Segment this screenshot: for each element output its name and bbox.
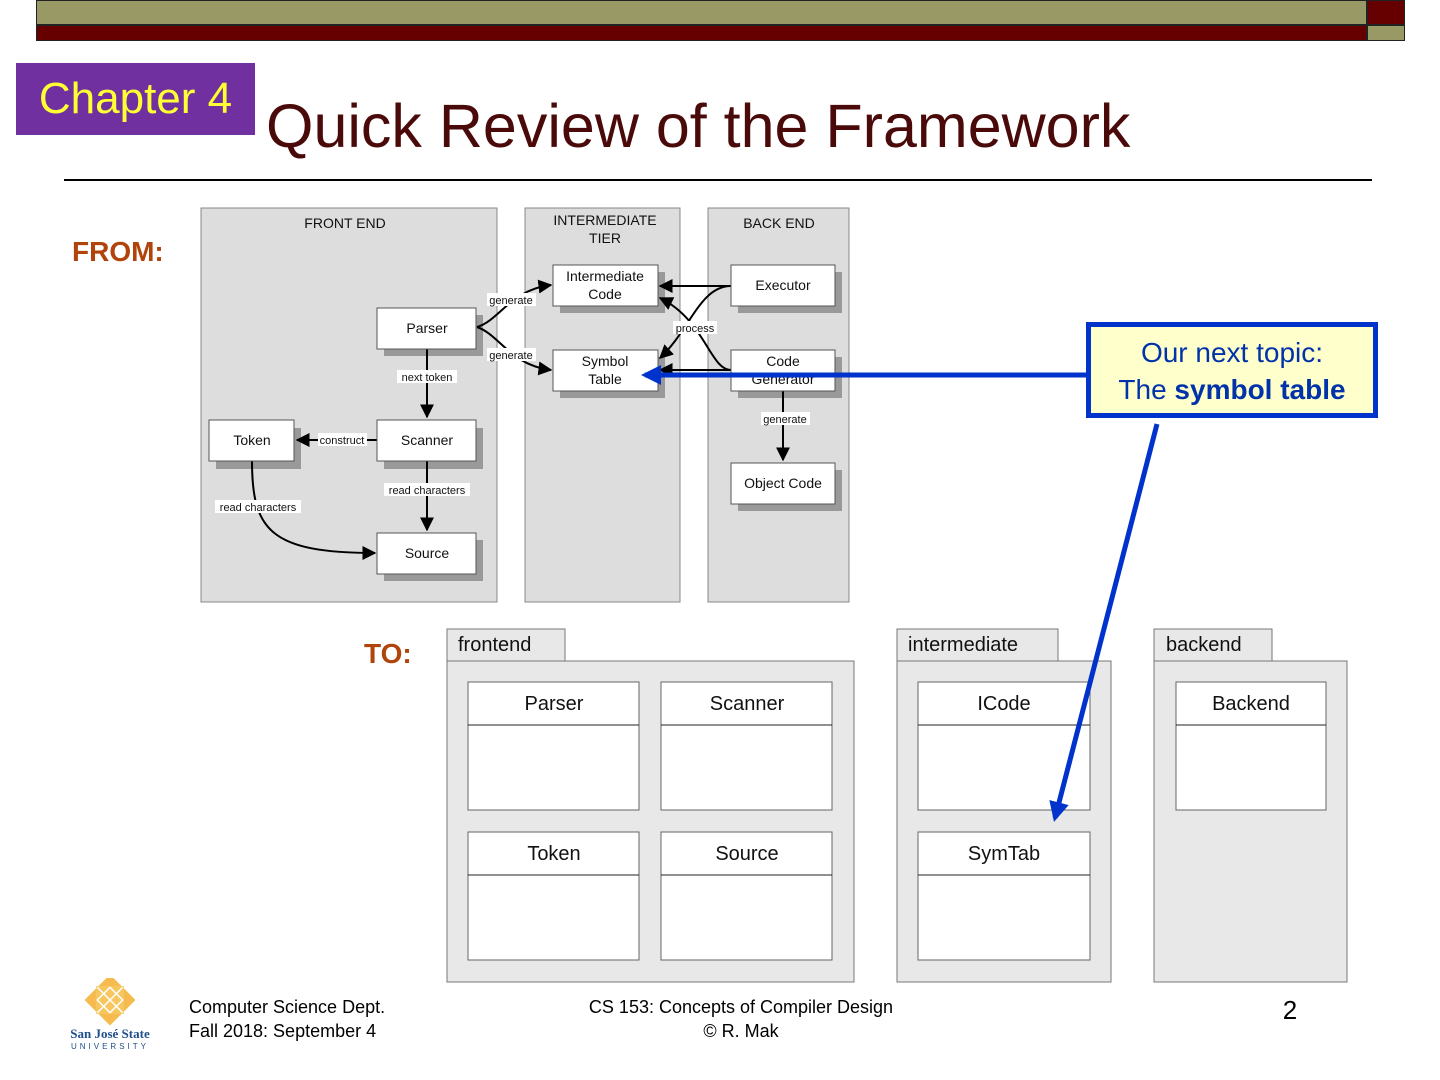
footer-date: Fall 2018: September 4 <box>189 1021 377 1041</box>
edge-label-generate-symtab: generate <box>489 350 532 362</box>
class-parser-label: Parser <box>525 693 584 715</box>
edge-label-construct: construct <box>320 435 365 447</box>
callout-arrow-to-symtab-class <box>1049 423 1160 822</box>
next-topic-callout: Our next topic: The symbol table <box>1086 322 1378 418</box>
package-frontend: frontend Parser Scanner Token Source <box>446 628 855 983</box>
node-objcode-label: Object Code <box>744 475 822 491</box>
package-backend-label: backend <box>1166 634 1242 656</box>
header-square-olive <box>1367 25 1405 41</box>
node-symbol-table <box>552 349 659 392</box>
node-source-label: Source <box>405 545 450 561</box>
node-parser <box>376 307 477 350</box>
package-intermediate-label: intermediate <box>908 634 1018 656</box>
node-token <box>208 419 295 462</box>
node-icode-label-1: Intermediate <box>566 268 644 284</box>
node-executor <box>730 264 836 307</box>
package-intermediate: intermediate ICode SymTab <box>896 628 1112 983</box>
callout-line2-prefix: The <box>1118 374 1175 405</box>
logo-text-line2: UNIVERSITY <box>70 1042 149 1051</box>
footer-dept: Computer Science Dept. <box>189 997 386 1017</box>
node-object-code <box>730 462 836 505</box>
node-source <box>376 532 477 575</box>
footer-left: Computer Science Dept. Fall 2018: Septem… <box>189 995 385 1043</box>
edge-label-generate-icode: generate <box>489 295 532 307</box>
sjsu-logo-icon <box>84 974 136 1026</box>
edge-codegen-to-icode <box>658 297 732 371</box>
node-parser-label: Parser <box>406 320 448 336</box>
edge-label-token-read: read characters <box>220 502 297 514</box>
edge-label-next-token: next token <box>402 372 453 384</box>
tier-back-end-label: BACK END <box>743 215 815 231</box>
callout-line2: The symbol table <box>1091 371 1373 408</box>
tier-intermediate-label-line2: TIER <box>589 230 621 246</box>
footer-author: © R. Mak <box>703 1021 779 1041</box>
footer-center: CS 153: Concepts of Compiler Design © R.… <box>541 995 941 1043</box>
header-square-maroon <box>1367 0 1405 25</box>
class-backend-label: Backend <box>1212 693 1290 715</box>
class-symtab-label: SymTab <box>968 843 1040 865</box>
tier-front-end-label: FRONT END <box>304 215 385 231</box>
class-parser: Parser <box>467 681 640 811</box>
edge-token-to-source <box>251 460 377 560</box>
edge-label-codegen-generate: generate <box>763 414 806 426</box>
to-label: TO: <box>364 638 412 669</box>
chapter-badge: Chapter 4 <box>16 63 255 135</box>
from-label: FROM: <box>72 236 164 267</box>
header-bar-maroon <box>36 25 1367 41</box>
node-scanner <box>376 419 477 462</box>
package-backend: backend Backend <box>1153 628 1348 983</box>
tier-intermediate-label-line1: INTERMEDIATE <box>553 212 656 228</box>
node-intermediate-code <box>552 264 659 307</box>
logo-text-line1: San José State <box>70 1026 150 1041</box>
class-scanner: Scanner <box>660 681 833 811</box>
edge-label-scanner-read: read characters <box>389 485 466 497</box>
node-symtab-label-1: Symbol <box>582 353 629 369</box>
title-divider <box>64 179 1372 181</box>
sjsu-logo: San José State UNIVERSITY <box>62 974 158 1058</box>
edge-executor-to-symtab <box>658 285 732 359</box>
class-source-label: Source <box>715 843 778 865</box>
footer-course: CS 153: Concepts of Compiler Design <box>588 997 894 1017</box>
edge-label-process: process <box>676 323 715 335</box>
node-code-generator <box>730 349 836 392</box>
header-bar-olive <box>36 0 1367 25</box>
class-scanner-label: Scanner <box>710 693 785 715</box>
page-number: 2 <box>1282 995 1298 1025</box>
node-codegen-label-1: Code <box>766 353 800 369</box>
node-symtab-label-2: Table <box>588 371 622 387</box>
class-symtab: SymTab <box>917 831 1091 961</box>
class-token: Token <box>467 831 640 961</box>
class-icode-label: ICode <box>977 693 1030 715</box>
class-source: Source <box>660 831 833 961</box>
callout-line2-bold: symbol table <box>1174 374 1346 405</box>
node-icode-label-2: Code <box>588 286 622 302</box>
package-frontend-label: frontend <box>458 634 531 656</box>
class-backend: Backend <box>1175 681 1327 811</box>
node-scanner-label: Scanner <box>401 432 453 448</box>
class-token-label: Token <box>527 843 580 865</box>
callout-line1: Our next topic: <box>1140 337 1324 368</box>
node-executor-label: Executor <box>755 277 811 293</box>
node-token-label: Token <box>233 432 270 448</box>
slide-title: Quick Review of the Framework <box>266 92 1131 160</box>
